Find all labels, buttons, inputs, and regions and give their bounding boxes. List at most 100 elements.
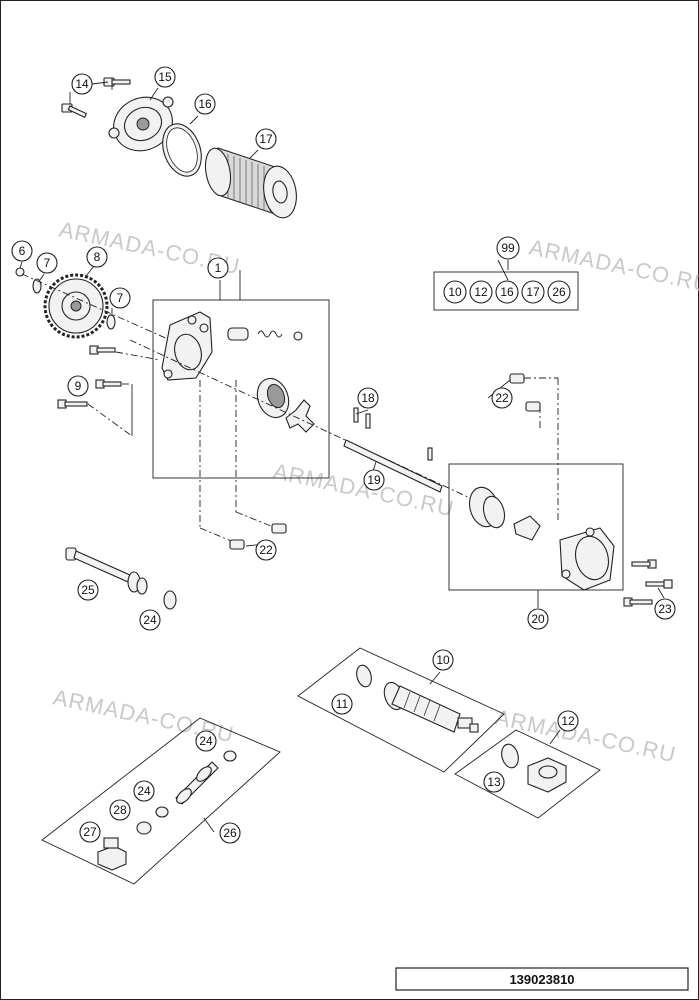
svg-text:17: 17 <box>259 132 273 146</box>
valve-stem <box>175 761 219 805</box>
svg-text:7: 7 <box>44 256 51 270</box>
kit-item-17: 17 <box>521 280 545 304</box>
callout-10: 10 <box>432 649 454 671</box>
screw-part-9 <box>57 345 122 409</box>
pump-rotor <box>256 377 315 433</box>
washer-part-7b <box>106 314 116 330</box>
svg-text:6: 6 <box>19 244 26 258</box>
plug-part-27 <box>97 837 127 871</box>
svg-text:15: 15 <box>158 70 172 84</box>
callout-25: 25 <box>77 579 99 601</box>
callout-18: 18 <box>357 387 379 409</box>
drive-gear-group <box>15 267 171 437</box>
callout-27: 27 <box>79 821 101 843</box>
o-ring-part-13 <box>501 743 519 769</box>
callout-24b: 24 <box>195 730 217 752</box>
o-ring-part-24b <box>223 750 237 762</box>
svg-text:10: 10 <box>448 285 462 299</box>
svg-text:17: 17 <box>526 285 540 299</box>
callout-1: 1 <box>207 257 229 279</box>
pump-cover-part-20 <box>468 486 615 591</box>
callout-7b: 7 <box>109 287 131 309</box>
svg-text:22: 22 <box>259 543 273 557</box>
pin-part-18 <box>353 407 433 461</box>
svg-text:16: 16 <box>198 97 212 111</box>
filter-insert-part-10 <box>383 681 479 733</box>
callout-26: 26 <box>219 822 241 844</box>
callout-9: 9 <box>67 375 89 397</box>
o-ring-inner <box>166 127 198 173</box>
o-ring-part-24c <box>155 806 169 818</box>
callout-11: 11 <box>331 693 353 715</box>
svg-text:10: 10 <box>436 653 450 667</box>
sleeve-part-22b <box>509 373 541 412</box>
callout-8: 8 <box>86 246 108 268</box>
svg-text:18: 18 <box>361 391 375 405</box>
kit-item-12: 12 <box>469 280 493 304</box>
sleeve-part-22 <box>229 523 287 550</box>
callout-22b: 22 <box>491 387 513 409</box>
o-ring-part-28 <box>136 821 152 835</box>
svg-text:26: 26 <box>552 285 566 299</box>
valve-kit-box <box>41 717 281 885</box>
svg-text:12: 12 <box>561 714 575 728</box>
svg-text:11: 11 <box>336 697 349 711</box>
svg-text:19: 19 <box>367 473 381 487</box>
svg-text:8: 8 <box>94 250 101 264</box>
kit-item-26: 26 <box>547 280 571 304</box>
callout-16: 16 <box>194 93 216 115</box>
callout-7: 7 <box>36 252 58 274</box>
watermark: ARMADA-CO.RU <box>271 458 457 521</box>
svg-text:9: 9 <box>75 379 82 393</box>
svg-text:1: 1 <box>215 261 222 275</box>
callout-12: 12 <box>557 710 579 732</box>
callout-14: 14 <box>71 73 93 95</box>
svg-text:16: 16 <box>500 285 514 299</box>
svg-text:12: 12 <box>474 285 488 299</box>
valve-part-25 <box>65 547 148 595</box>
svg-text:27: 27 <box>83 825 97 839</box>
screw-part-23 <box>623 559 673 607</box>
svg-text:13: 13 <box>487 775 501 789</box>
svg-text:24: 24 <box>143 613 157 627</box>
filter-cover-part-15 <box>108 96 174 152</box>
kit-99-contents-box <box>433 271 579 311</box>
svg-text:7: 7 <box>117 291 124 305</box>
callout-15: 15 <box>154 66 176 88</box>
filter-insert-kit-box <box>297 647 505 773</box>
document-number-box: 139023810 <box>395 967 689 991</box>
callout-17: 17 <box>255 128 277 150</box>
watermark: ARMADA-CO.RU <box>493 704 679 767</box>
callout-99: 99 <box>496 236 520 260</box>
svg-text:99: 99 <box>501 241 515 255</box>
svg-text:26: 26 <box>223 826 237 840</box>
callout-13: 13 <box>483 771 505 793</box>
gear-part-8 <box>43 273 109 339</box>
o-ring-part-11 <box>356 664 372 688</box>
document-number: 139023810 <box>509 972 574 987</box>
pump-assembly-box <box>152 299 330 479</box>
kit-item-16: 16 <box>495 280 519 304</box>
shaft-part-19 <box>343 439 443 493</box>
callout-6: 6 <box>11 240 33 262</box>
oil-filter-group <box>61 77 297 219</box>
washer-part-7 <box>32 278 42 294</box>
drain-plug-kit-box <box>454 729 601 819</box>
callout-19: 19 <box>363 469 385 491</box>
oil-filter-part-17 <box>204 147 297 219</box>
callout-24c: 24 <box>133 780 155 802</box>
pump-subassembly-box <box>448 463 624 591</box>
plug-part-12 <box>527 757 567 793</box>
svg-text:24: 24 <box>199 734 213 748</box>
svg-text:23: 23 <box>658 602 672 616</box>
svg-text:22: 22 <box>495 391 509 405</box>
o-ring-part-24 <box>163 590 177 610</box>
svg-text:20: 20 <box>531 612 545 626</box>
callout-24: 24 <box>139 609 161 631</box>
svg-text:24: 24 <box>137 784 151 798</box>
callout-23: 23 <box>654 598 676 620</box>
svg-text:25: 25 <box>81 583 95 597</box>
callouts: 14 15 16 17 6 7 8 7 9 1 99 10 12 16 17 2… <box>11 66 676 844</box>
